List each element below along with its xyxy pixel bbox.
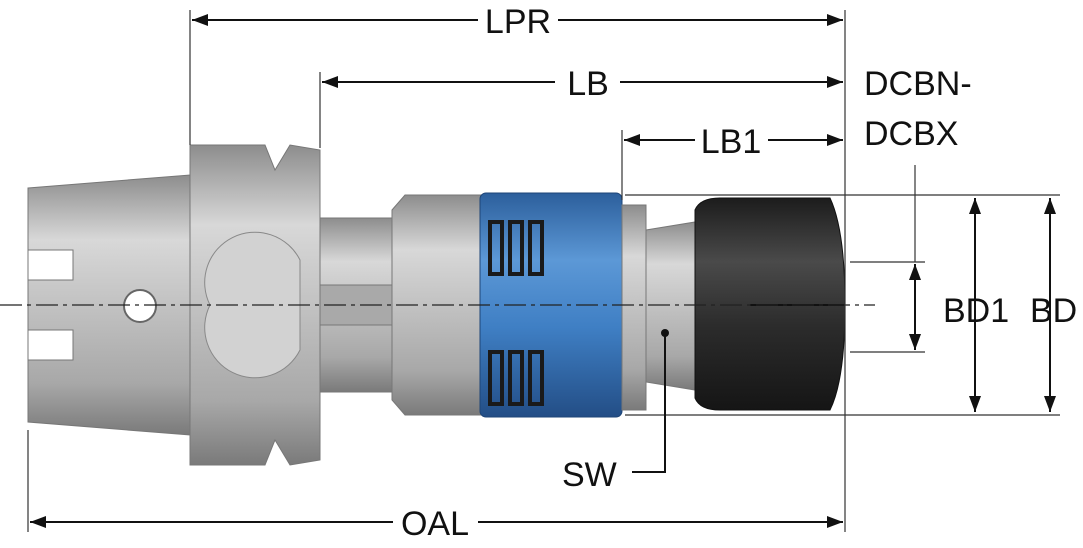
hsk-slot-lower xyxy=(27,329,74,361)
label-dcbx: DCBX xyxy=(864,115,958,153)
dimension-lpr: LPR xyxy=(192,3,843,41)
callout-sw: SW xyxy=(562,329,669,494)
extension-lines xyxy=(27,10,1060,532)
dimension-lb1: LB1 xyxy=(624,123,843,161)
label-sw: SW xyxy=(562,456,617,494)
dimension-bd: BD xyxy=(1030,198,1077,412)
sleeve-slots xyxy=(488,220,544,406)
dimension-lb: LB xyxy=(322,65,843,103)
label-lb: LB xyxy=(567,65,609,103)
dimension-oal: OAL xyxy=(30,505,843,543)
tool-body xyxy=(27,144,846,466)
label-bd1: BD1 xyxy=(943,292,1009,330)
collet xyxy=(645,221,696,391)
label-oal: OAL xyxy=(401,505,469,543)
label-bd: BD xyxy=(1030,292,1077,330)
label-lpr: LPR xyxy=(485,3,551,41)
hsk-slot xyxy=(27,249,74,281)
hsk-hole xyxy=(123,289,157,323)
dimension-bd1: BD1 xyxy=(943,198,1009,412)
ring xyxy=(621,204,647,411)
dimension-dcbn-dcbx: DCBN- DCBX xyxy=(864,65,972,350)
label-dcbn: DCBN- xyxy=(864,65,972,103)
label-lb1: LB1 xyxy=(701,123,762,161)
